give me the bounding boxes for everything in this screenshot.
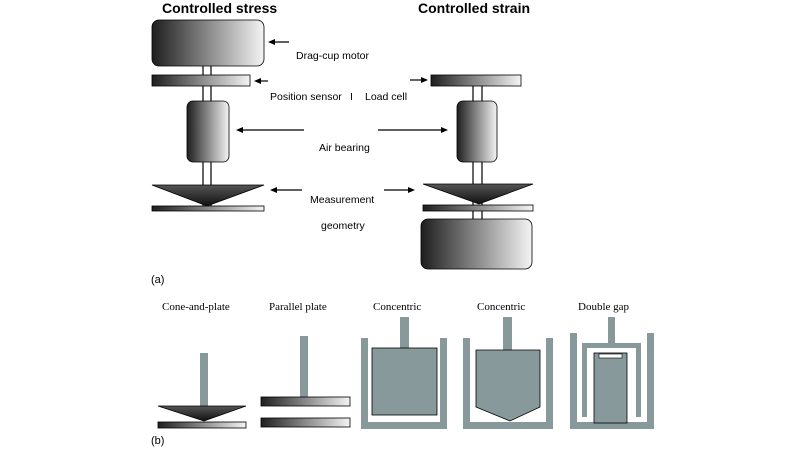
title-double-gap: Double gap [578,301,630,313]
drag-cup-motor [151,19,265,67]
load-cell [430,74,522,87]
concentric2-cup-bottom [463,422,553,429]
concentric1-cup-right [440,338,447,429]
label-separator: I [350,91,353,103]
title-concentric-2: Concentric [477,301,525,313]
label-measurement: Measurement [310,194,374,206]
concentric1-spindle [400,317,409,349]
air-bearing-strain [456,100,498,163]
arrow-loadcell-head [421,77,428,83]
plate-strain [422,204,534,212]
panel-a: Controlled stress Controlled strain [151,0,534,286]
concentric1-cup-left [361,338,368,429]
label-position-sensor: Position sensor [270,91,342,103]
cone-spindle [200,353,208,407]
panel-label-b: (b) [151,435,164,447]
arrow-geometry-left-head [270,187,277,193]
arrow-geometry-right-head [408,187,415,193]
label-drag-cup-motor: Drag-cup motor [296,50,369,62]
doublegap-bob-top [582,343,641,348]
doublegap-bob-left [582,343,587,417]
doublegap-outer-right [647,333,654,429]
doublegap-outer-bottom [570,422,654,429]
doublegap-bob-right [636,343,641,417]
concentric2-spindle [503,317,512,350]
geometry-double-gap [570,317,654,429]
geometry-concentric-2 [463,317,553,429]
doublegap-outer-left [570,333,577,429]
concentric2-cup-right [546,338,553,429]
air-bearing-stress [186,100,230,163]
label-load-cell: Load cell [365,91,407,103]
cone-bottom-plate [157,421,247,429]
strain-instrument [420,74,534,270]
concentric2-bob [475,349,541,422]
parallel-spindle [300,336,308,397]
arrow-motor-head [268,39,275,45]
geometry-concentric-1 [361,317,447,429]
doublegap-inner-rim [598,353,623,359]
position-sensor [151,74,251,87]
title-cone-and-plate: Cone-and-plate [162,301,230,313]
arrow-position-head [254,78,261,84]
header-controlled-stress: Controlled stress [162,0,277,16]
bottom-plate-stress [151,205,265,212]
geometry-parallel-plate [260,336,351,428]
cone-geometry-stress [151,184,265,207]
drive-motor-strain [420,218,533,270]
title-parallel-plate: Parallel plate [269,301,327,313]
title-concentric-1: Concentric [373,301,421,313]
concentric1-cup-bottom [361,422,447,429]
cone-geometry-strain [422,183,534,205]
label-geometry: geometry [321,220,366,232]
parallel-lower-plate [260,417,351,428]
arrows [236,39,448,193]
arrow-bearing-left-head [236,127,243,133]
header-controlled-strain: Controlled strain [418,0,530,16]
concentric1-bob [371,347,438,416]
parallel-upper-plate [260,396,351,407]
doublegap-spindle [608,317,615,345]
doublegap-inner-cylinder [593,352,628,424]
label-air-bearing: Air bearing [319,142,370,154]
panel-label-a: (a) [151,274,164,286]
arrow-bearing-right-head [441,127,448,133]
stress-instrument [151,19,265,212]
cone [157,405,247,422]
geometry-cone-and-plate [157,353,247,429]
concentric2-cup-left [463,338,470,429]
panel-b: Cone-and-plate Parallel plate Concentric… [151,301,654,447]
